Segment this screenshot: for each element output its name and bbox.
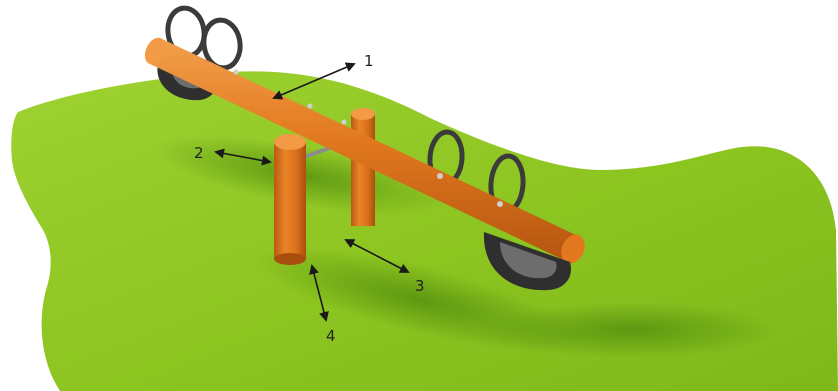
callout-label-4: 4 [326, 327, 336, 345]
post-front [274, 134, 306, 265]
callout-label-2: 2 [194, 144, 204, 162]
callout-label-1: 1 [364, 52, 374, 70]
callout-label-3: 3 [415, 277, 425, 295]
